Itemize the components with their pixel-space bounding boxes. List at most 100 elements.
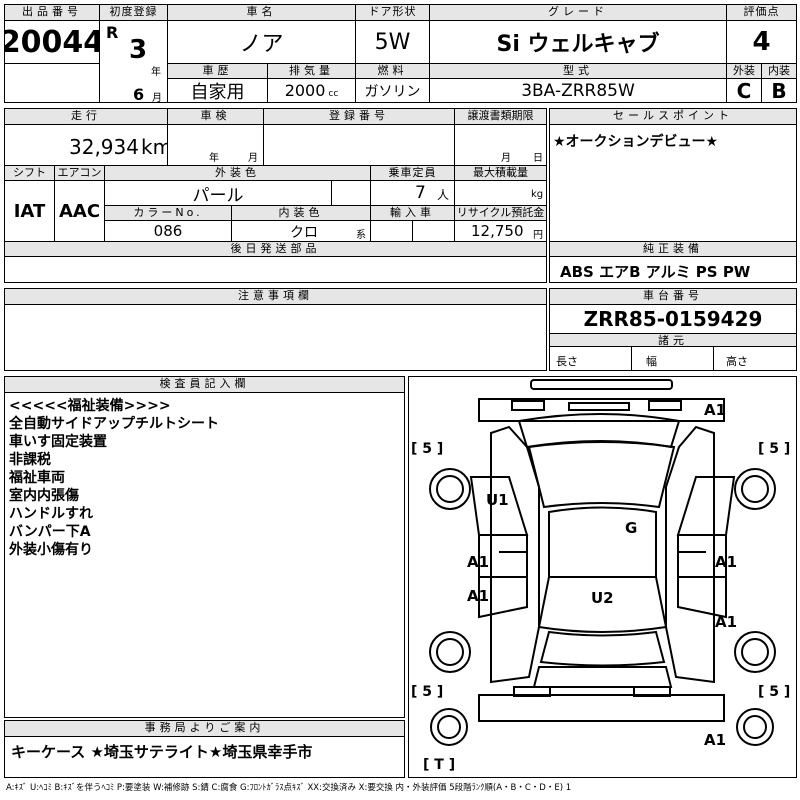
import-cell-2 [413, 221, 455, 241]
grade: Si ウェルキャブ [430, 21, 727, 63]
mark-roof: G [625, 519, 638, 537]
first-reg-label: 初度登録 [100, 5, 168, 21]
load-label: 最大積載量 [455, 165, 546, 181]
damage-diagram: A1 U1 G A1 A1 A1 A1 U2 A1 [ 5 ] [ 5 ] [ … [408, 376, 797, 778]
width-cell: 幅 [632, 347, 714, 370]
mark-left-front-door: U1 [486, 491, 509, 509]
width-label: 幅 [646, 355, 657, 368]
sales-table: セールスポイント ★オークションデビュー★ 純正装備 ABS エアB アルミ P… [549, 108, 797, 283]
inspector-line: 外装小傷有り [9, 542, 93, 558]
inspector-table: 検査員記入欄 <<<<<福祉装備>>>> 全自動サイドアップチルトシート 車いす… [4, 376, 405, 718]
score: 4 [752, 27, 771, 57]
door-label: ドア形状 [356, 5, 430, 21]
month-unit: 月 [152, 93, 162, 104]
chassis-number: ZRR85-0159429 [583, 307, 763, 331]
lot-label: 出品番号 [5, 5, 100, 21]
legend: A:ｷｽﾞ U:ﾍｺﾐ B:ｷｽﾞを伴うﾍｺﾐ P:要塗装 W:補修跡 S:錆 … [6, 783, 572, 793]
recycle-fee: 12,750 [471, 222, 524, 240]
spare-tire: [ T ] [423, 757, 456, 773]
seats-label: 乗車定員 [371, 165, 455, 181]
model-label: 型式 [430, 63, 727, 79]
inspector-line: 非課税 [9, 452, 51, 468]
office-table: 事務局よりご案内 キーケース ★埼玉サテライト★埼玉県幸手市 [4, 720, 405, 778]
color-extra [332, 181, 371, 205]
mark-rear-bumper: A1 [704, 731, 727, 749]
recycle-cell: 12,750 円 [455, 221, 546, 241]
car-name: ノア [168, 21, 356, 63]
office-message: キーケース ★埼玉サテライト★埼玉県幸手市 [11, 743, 313, 761]
history: 自家用 [168, 79, 268, 102]
sales-point: ★オークションデビュー★ [553, 134, 719, 150]
reg-month: 6 [133, 85, 145, 104]
ac: AAC [55, 181, 105, 241]
ext-label: 外装 [727, 63, 762, 79]
regno-label: 登録番号 [264, 109, 455, 125]
header-table: 出品番号 20044 初度登録 R 3 年 6 月 車名 ノア ドア形状 5W … [4, 4, 797, 104]
mileage-unit: km [141, 135, 167, 159]
height-label: 高さ [726, 355, 748, 368]
mark-left-mid-2: A1 [467, 587, 490, 605]
intcolor-label: 内装色 [232, 205, 371, 221]
inspection-month-unit: 月 [248, 153, 258, 164]
dims-label: 諸元 [550, 333, 796, 347]
transfer-month-unit: 月 [501, 153, 511, 164]
inspector-line: 福祉車両 [9, 470, 65, 486]
inspector-line: 全自動サイドアップチルトシート [9, 416, 219, 432]
equip-label: 純正装備 [550, 241, 796, 257]
inspection-label: 車検 [168, 109, 264, 125]
inspection-cell: 年 月 [168, 125, 264, 165]
chassis-label: 車台番号 [550, 289, 796, 305]
length-cell: 長さ [550, 347, 632, 370]
transfer-day-unit: 日 [533, 153, 543, 164]
era: R [106, 23, 119, 42]
colorno-label: カラーNo. [105, 205, 232, 221]
model-code: 3BA-ZRR85W [430, 79, 727, 102]
mark-right-mid-2: A1 [715, 613, 738, 631]
fuel-label: 燃料 [356, 63, 430, 79]
ac-label: エアコン [55, 165, 105, 181]
inspector-line: <<<<<福祉装備>>>> [9, 398, 171, 414]
int-grade: B [771, 79, 787, 102]
load-unit: kg [531, 189, 544, 200]
load-cell: kg [455, 181, 546, 205]
regno-cell [264, 125, 455, 165]
mark-trunk: U2 [591, 589, 614, 607]
mileage-cell: 32,934 km [5, 125, 168, 165]
fuel: ガソリン [356, 79, 430, 102]
displacement: 2000 [284, 81, 326, 100]
color-label: 外装色 [105, 165, 371, 181]
mark-right-mid-1: A1 [715, 553, 738, 571]
recycle-label: リサイクル預託金 [455, 205, 546, 221]
lot-number: 20044 [5, 21, 100, 63]
displacement-cell: 2000 cc [268, 79, 356, 102]
grade-label: グレード [430, 5, 727, 21]
intcolor-cell: クロ 系 [232, 221, 371, 241]
int-label: 内装 [762, 63, 796, 79]
equipment: ABS エアB アルミ PS PW [560, 263, 751, 281]
score-label: 評価点 [727, 5, 796, 21]
seats-cell: 7 人 [371, 181, 455, 205]
tire-fr: [ 5 ] [758, 441, 791, 457]
tire-rl: [ 5 ] [411, 684, 444, 700]
shift-label: シフト [5, 165, 55, 181]
chassis-table: 車台番号 ZRR85-0159429 諸元 長さ 幅 高さ [549, 288, 797, 371]
recycle-unit: 円 [533, 230, 543, 241]
interior-color: クロ [290, 225, 318, 241]
door-type: 5W [356, 21, 430, 63]
inspector-line: 車いす固定装置 [9, 434, 107, 450]
tire-rr: [ 5 ] [758, 684, 791, 700]
mileage: 32,934 [69, 135, 139, 159]
color-number: 086 [105, 221, 232, 241]
ext-grade: C [727, 79, 762, 102]
caution-label: 注意事項欄 [5, 289, 546, 305]
car-outline [429, 379, 776, 746]
reg-year: 3 [129, 35, 148, 65]
lot-blank [5, 63, 100, 102]
caution-table: 注意事項欄 [4, 288, 547, 371]
inspector-line: ハンドルすれ [9, 506, 93, 522]
transfer-cell: 月 日 [455, 125, 546, 165]
mileage-label: 走行 [5, 109, 168, 125]
inspection-year-unit: 年 [209, 153, 219, 164]
inspector-label: 検査員記入欄 [5, 377, 404, 393]
intcolor-suffix: 系 [356, 230, 366, 241]
